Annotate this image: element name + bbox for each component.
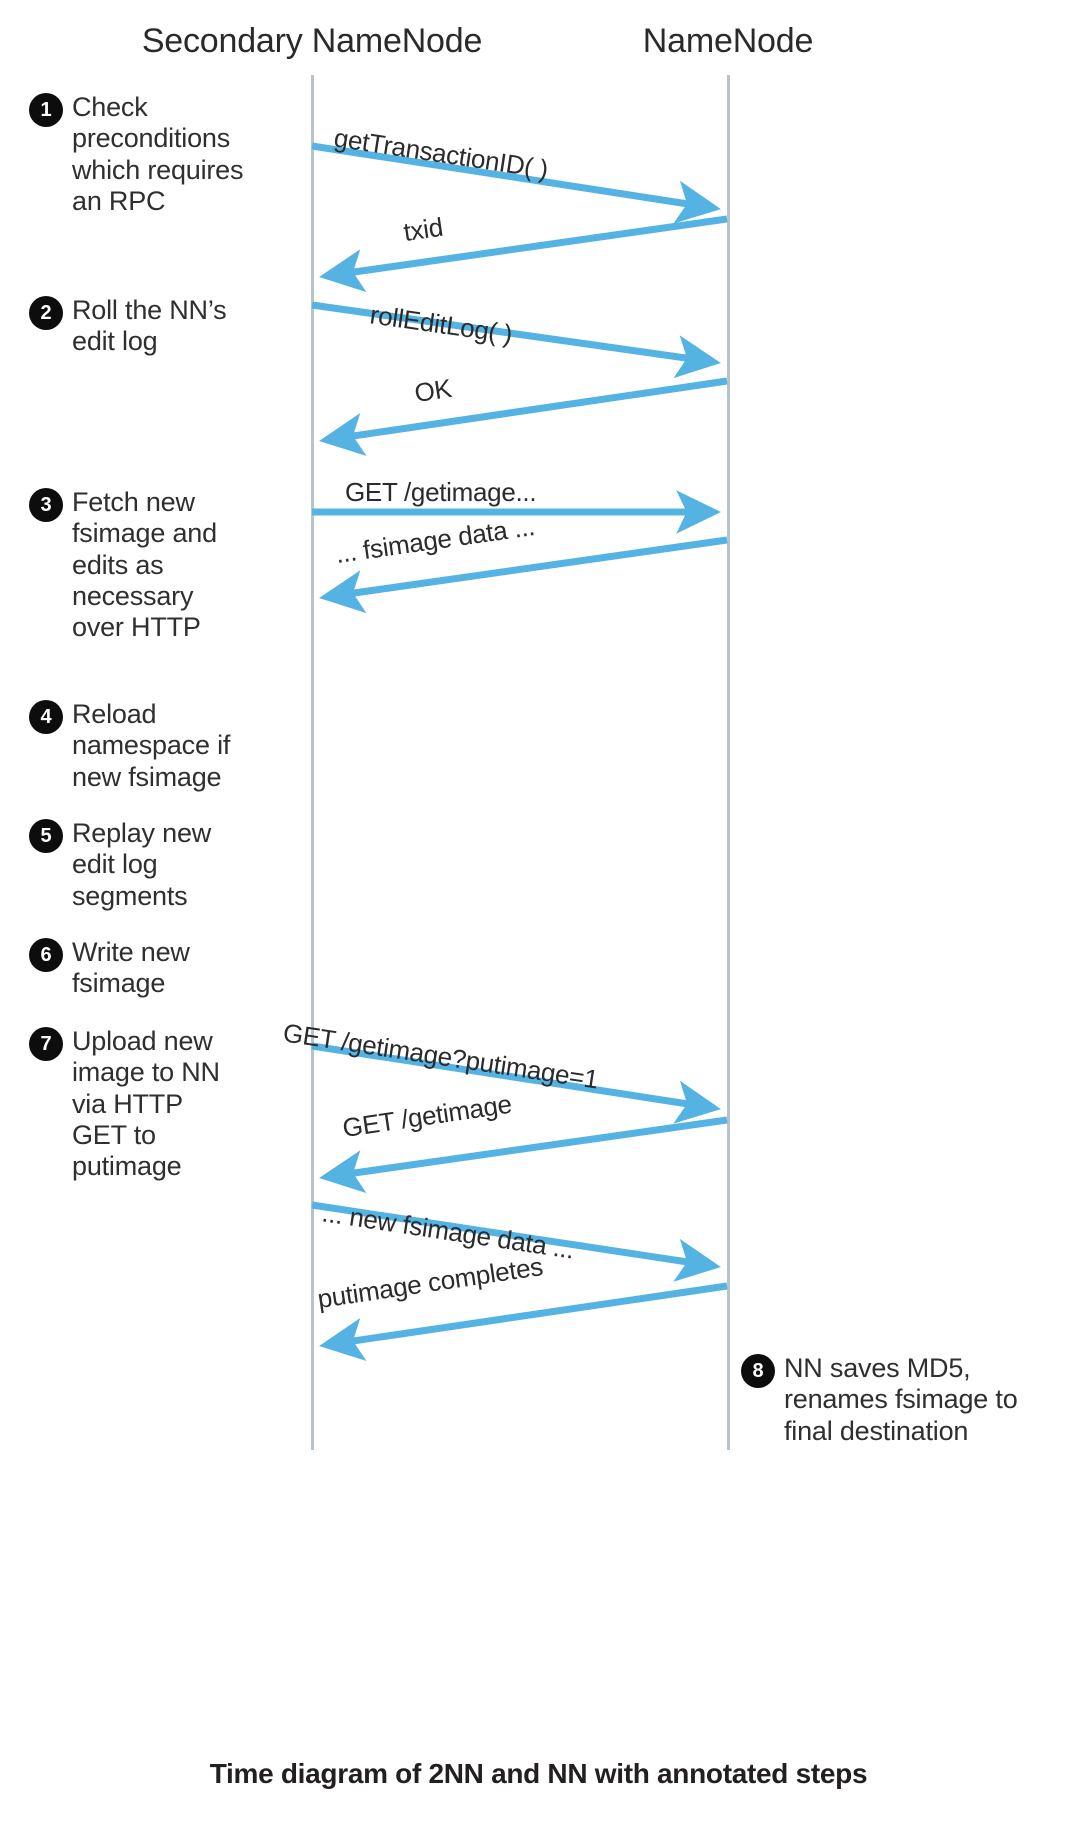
step-2: 2 Roll the NN’s edit log	[29, 295, 269, 358]
step-8: 8 NN saves MD5, renames fsimage to final…	[741, 1353, 1041, 1447]
step-3-text: Fetch new fsimage and edits as necessary…	[72, 487, 217, 643]
message-label-get-getimage-putimage: GET /getimage?putimage=1	[281, 1017, 601, 1095]
step-2-text: Roll the NN’s edit log	[72, 295, 227, 357]
step-5: 5 Replay new edit log segments	[29, 818, 244, 912]
step-8-text: NN saves MD5, renames fsimage to final d…	[784, 1353, 1018, 1446]
step-1: 1 Check preconditions which requires an …	[29, 92, 269, 217]
step-7-badge: 7	[29, 1027, 63, 1061]
step-7: 7 Upload new image to NN via HTTP GET to…	[29, 1026, 244, 1183]
lifeline-title-namenode: NameNode	[642, 22, 814, 60]
message-label-get-getimage-2: GET /getimage	[340, 1088, 514, 1144]
message-label-putimage-completes: putimage completes	[315, 1251, 545, 1315]
lifeline-title-secondary-namenode: Secondary NameNode	[141, 22, 483, 60]
step-4-text: Reload namespace if new fsimage	[72, 699, 231, 792]
step-4: 4 Reload namespace if new fsimage	[29, 699, 249, 793]
lifeline-namenode	[727, 75, 730, 1450]
message-label-getTransactionID: getTransactionID( )	[332, 122, 551, 185]
step-5-badge: 5	[29, 819, 63, 853]
step-6-badge: 6	[29, 938, 63, 972]
arrow-txid	[319, 215, 728, 293]
step-3: 3 Fetch new fsimage and edits as necessa…	[29, 487, 244, 644]
step-8-badge: 8	[741, 1354, 775, 1388]
step-3-badge: 3	[29, 488, 63, 522]
message-label-ok: OK	[412, 372, 454, 409]
step-2-badge: 2	[29, 296, 63, 330]
step-6-text: Write new fsimage	[72, 937, 190, 999]
arrow-ok	[319, 377, 728, 456]
step-5-text: Replay new edit log segments	[72, 818, 212, 911]
message-label-rollEditLog: rollEditLog( )	[368, 299, 515, 350]
lifeline-secondary-namenode	[311, 75, 314, 1450]
step-7-text: Upload new image to NN via HTTP GET to p…	[72, 1026, 220, 1182]
message-label-fsimage-data: ... fsimage data ...	[333, 511, 537, 570]
step-4-badge: 4	[29, 700, 63, 734]
message-label-txid: txid	[401, 211, 445, 248]
step-6: 6 Write new fsimage	[29, 937, 229, 1000]
figure-caption: Time diagram of 2NN and NN with annotate…	[209, 1758, 868, 1789]
message-label-get-getimage: GET /getimage...	[345, 477, 537, 507]
step-1-text: Check preconditions which requires an RP…	[72, 92, 244, 216]
step-1-badge: 1	[29, 93, 63, 127]
